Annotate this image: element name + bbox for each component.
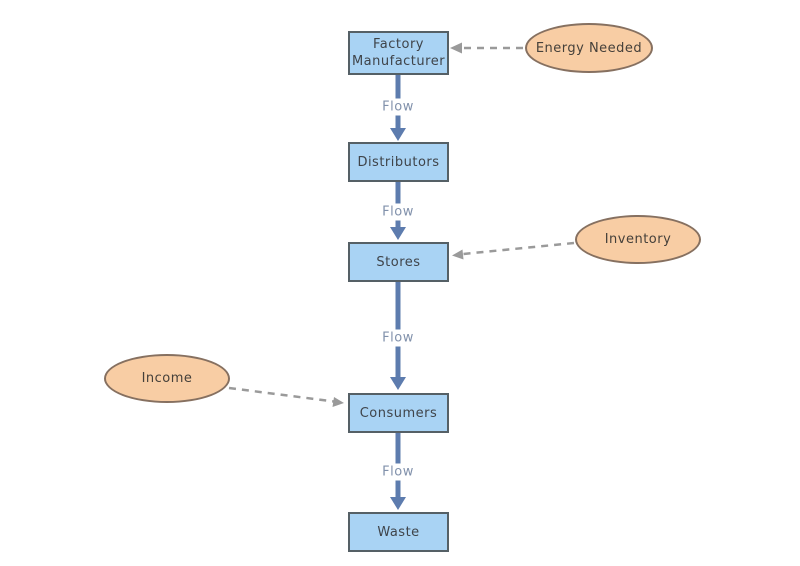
flow-label-2: Flow <box>378 203 418 221</box>
flow-label-3: Flow <box>378 329 418 347</box>
annotation-income: Income <box>104 354 230 403</box>
annotation-energy-needed: Energy Needed <box>525 23 653 73</box>
node-consumers: Consumers <box>348 393 449 433</box>
annotation-label: Inventory <box>604 232 672 247</box>
node-factory-manufacturer: Factory Manufacturer <box>348 31 449 75</box>
dashed-arrow-inventory-to-stores <box>452 241 575 260</box>
annotation-label: Energy Needed <box>535 40 643 56</box>
node-stores: Stores <box>348 242 449 282</box>
node-waste: Waste <box>348 512 449 552</box>
flow-label-4: Flow <box>378 463 418 481</box>
node-label: Stores <box>376 254 421 270</box>
dashed-arrow-energy-to-factory <box>450 42 523 54</box>
node-label: Distributors <box>357 154 440 170</box>
node-label: Waste <box>377 524 420 540</box>
node-label-line: Factory <box>373 37 424 52</box>
dashed-arrow-income-to-consumers <box>228 386 344 407</box>
annotation-inventory: Inventory <box>575 215 701 264</box>
annotation-label: Income <box>141 371 193 386</box>
node-distributors: Distributors <box>348 142 449 182</box>
node-label-line: Manufacturer <box>351 54 446 69</box>
node-label: Consumers <box>359 405 438 421</box>
flow-label-1: Flow <box>378 98 418 116</box>
